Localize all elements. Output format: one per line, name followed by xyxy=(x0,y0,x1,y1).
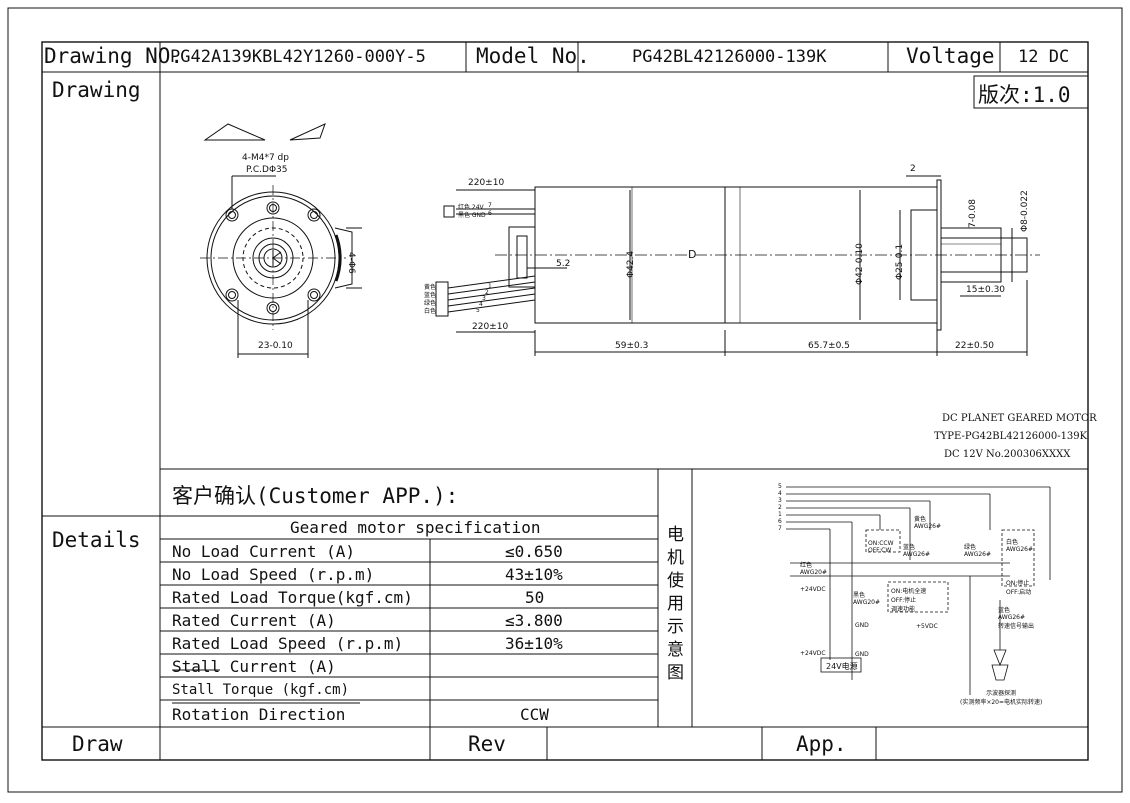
version-label: 版次:1.0 xyxy=(978,83,1071,107)
blue-wire-label: 蓝色 AWG26# xyxy=(903,544,931,558)
front-view xyxy=(200,123,362,358)
wire-num-6: 6 xyxy=(778,518,782,525)
pin-7: 7 xyxy=(488,202,492,209)
dim-59: 59±0.3 xyxy=(615,341,649,351)
white-wire-label: 白色 AWG26# xyxy=(1006,539,1034,553)
spec-value-4: 36±10% xyxy=(505,634,563,653)
spec-name-0: No Load Current (A) xyxy=(172,542,356,561)
schematic-char-2: 使 xyxy=(667,571,684,591)
plus24-2: +24VDC xyxy=(800,650,826,657)
dim-shaft-15: 15±0.30 xyxy=(966,285,1006,295)
footer-rev: Rev xyxy=(468,732,506,756)
pin-6: 6 xyxy=(488,210,492,217)
pin-2: 2 xyxy=(485,289,489,296)
dim-65-7: 65.7±0.5 xyxy=(808,341,850,351)
wire-label-white: 白色 xyxy=(424,308,437,315)
width-dim: 23-0.10 xyxy=(258,341,293,351)
oscilloscope-label: 示波器探测 (实测频率×20=电机实际转速) xyxy=(960,690,1043,706)
spec-value-2: 50 xyxy=(525,588,545,607)
nameplate-line3: DC 12V No.200306XXXX xyxy=(944,449,1071,460)
stop-switch-label: ON:停止 OFF:启动 xyxy=(1006,580,1032,596)
side-view xyxy=(435,175,1040,356)
drawing-section-label: Drawing xyxy=(52,78,141,102)
footer-draw: Draw xyxy=(72,732,123,756)
wire-label-yellow: 黄色 xyxy=(424,284,437,291)
spec-value-0: ≤0.650 xyxy=(505,542,563,561)
spec-value-3: ≤3.800 xyxy=(505,611,563,630)
yellow-wire-label: 黄色 AWG26# xyxy=(914,516,942,530)
schematic-char-0: 电 xyxy=(667,525,684,545)
dim-5-2: 5.2 xyxy=(556,259,571,269)
dim-d25: Φ25-0.1 xyxy=(895,243,905,280)
dim-flat7: 7-0.08 xyxy=(968,198,978,228)
details-section-label: Details xyxy=(52,528,141,552)
nameplate-line1: DC PLANET GEARED MOTOR xyxy=(942,413,1097,424)
wire-num-7: 7 xyxy=(778,525,782,532)
wire-num-1: 1 xyxy=(778,511,782,518)
wire-label-blue: 蓝色 xyxy=(424,292,437,299)
psu-label: 24V电源 xyxy=(826,662,858,671)
speed-signal-label: 蓝色 AWG26# 转速信号输出 xyxy=(998,607,1035,630)
gnd-2: GND xyxy=(855,651,869,658)
wire-num-2: 2 xyxy=(778,504,782,511)
voltage-value: 12 DC xyxy=(1018,47,1070,67)
plus24-1: +24VDC xyxy=(800,586,826,593)
spec-title: Geared motor specification xyxy=(290,518,541,537)
customer-app-label: 客户确认(Customer APP.): xyxy=(172,484,459,508)
dim-flat2: 2 xyxy=(910,164,916,174)
schematic-char-3: 用 xyxy=(667,594,684,614)
nameplate-line2: TYPE-PG42BL42126000-139K xyxy=(934,431,1088,442)
pin-1: 1 xyxy=(488,283,492,290)
lead-length-top: 220±10 xyxy=(468,178,505,188)
spec-name-4: Rated Load Speed (r.p.m) xyxy=(172,634,404,653)
gnd-1: GND xyxy=(855,622,869,629)
d-mark: D xyxy=(688,248,697,261)
model-no-value: PG42BL42126000-139K xyxy=(632,47,827,67)
footer-app: App. xyxy=(796,732,847,756)
spec-name-1: No Load Speed (r.p.m) xyxy=(172,565,375,584)
wire-num-5: 5 xyxy=(778,483,782,490)
side-hole-dim: 4-Φ6 xyxy=(346,252,356,274)
schematic-char-1: 机 xyxy=(667,548,684,568)
pin-4: 4 xyxy=(479,301,483,308)
wire-label-red: 红色 24V xyxy=(458,204,484,211)
spec-name-3: Rated Current (A) xyxy=(172,611,336,630)
dim-22: 22±0.50 xyxy=(955,341,995,351)
drawing-no-label: Drawing NO. xyxy=(44,44,184,68)
spec-name-5: Stall Current (A) xyxy=(172,657,336,676)
spec-value-7: CCW xyxy=(520,705,549,724)
green-wire-label: 绿色 AWG26# xyxy=(964,544,992,558)
wire-num-3: 3 xyxy=(778,497,782,504)
spec-name-6: Stall Torque (kgf.cm) xyxy=(172,682,350,698)
wire-num-4: 4 xyxy=(778,490,782,497)
wire-label-black: 黑色 GND xyxy=(458,212,486,219)
spec-name-7: Rotation Direction xyxy=(172,705,346,724)
plus5-label: +5VDC xyxy=(916,623,938,630)
pcd-note: P.C.DΦ35 xyxy=(246,165,288,175)
model-no-label: Model No. xyxy=(476,44,590,68)
wiring-schematic xyxy=(786,486,1051,695)
ccw-switch-label: ON:CCW OFF:CW xyxy=(868,540,894,554)
spec-name-2: Rated Load Torque(kgf.cm) xyxy=(172,588,413,607)
spec-value-1: 43±10% xyxy=(505,565,563,584)
holes-note: 4-M4*7 dp xyxy=(242,153,289,163)
red-wire-label: 红色 AWG20# xyxy=(800,562,828,576)
pin-3: 3 xyxy=(482,295,486,302)
black-wire-label: 黑色 AWG20# xyxy=(853,592,881,606)
dim-d424: Φ42.4 xyxy=(626,250,636,278)
voltage-label: Voltage xyxy=(906,44,995,68)
schematic-char-4: 示 xyxy=(667,617,684,637)
fullspeed-label: ON:电机全速 OFF:停止 调速功能 xyxy=(891,588,927,613)
dim-d42: Φ42-0.10 xyxy=(855,243,865,285)
lead-length-bottom: 220±10 xyxy=(472,322,509,332)
dim-d8: Φ8-0.022 xyxy=(1020,190,1030,232)
wire-label-green: 绿色 xyxy=(424,300,437,307)
drawing-no-value: PG42A139KBL42Y1260-000Y-5 xyxy=(170,47,426,67)
schematic-char-5: 意 xyxy=(667,640,684,660)
schematic-char-6: 图 xyxy=(667,663,684,683)
pin-5: 5 xyxy=(476,307,480,314)
